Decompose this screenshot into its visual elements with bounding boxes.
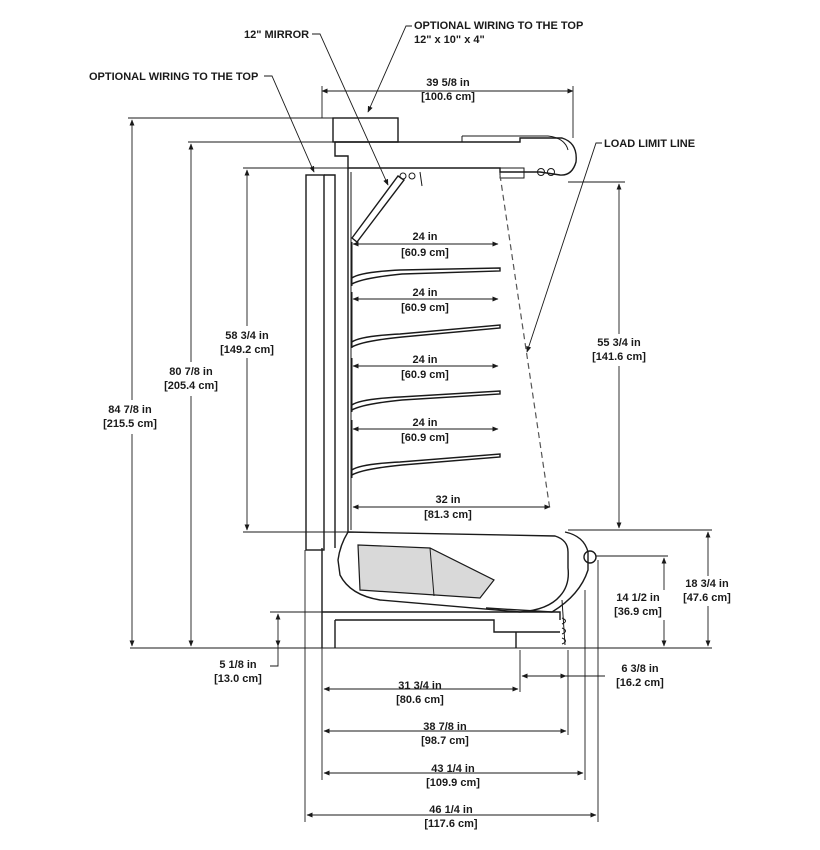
load-limit-line (499, 174, 551, 511)
dim-shelf-1: 24 in [60.9 cm] (401, 231, 449, 259)
svg-text:[60.9 cm]: [60.9 cm] (401, 302, 449, 314)
svg-text:[205.4 cm]: [205.4 cm] (164, 380, 218, 392)
svg-text:[47.6 cm]: [47.6 cm] (683, 592, 731, 604)
dim-shelf-area-height: 58 3/4 in [149.2 cm] (214, 326, 280, 358)
dim-front-offset: 6 3/8 in [16.2 cm] (616, 663, 664, 689)
dim-shelf-3: 24 in [60.9 cm] (401, 354, 449, 381)
svg-text:80 7/8 in: 80 7/8 in (169, 366, 213, 378)
svg-text:[100.6 cm]: [100.6 cm] (421, 91, 475, 103)
shelf-4 (351, 420, 501, 478)
svg-text:24 in: 24 in (412, 354, 437, 366)
svg-text:38 7/8 in: 38 7/8 in (423, 721, 467, 733)
svg-text:[98.7 cm]: [98.7 cm] (421, 735, 469, 747)
svg-text:24 in: 24 in (412, 287, 437, 299)
front-bumper (485, 531, 589, 613)
dimension-labels: 39 5/8 in [100.6 cm] 84 7/8 in [215.5 cm… (96, 77, 736, 830)
svg-text:31 3/4 in: 31 3/4 in (398, 680, 442, 692)
dim-front-height: 14 1/2 in [36.9 cm] (612, 590, 666, 620)
mirror (351, 175, 406, 243)
svg-text:[80.6 cm]: [80.6 cm] (396, 694, 444, 706)
callout-leaders (264, 25, 602, 353)
svg-text:[109.9 cm]: [109.9 cm] (426, 777, 480, 789)
dim-bumper-height: 18 3/4 in [47.6 cm] (680, 576, 736, 606)
svg-text:43 1/4 in: 43 1/4 in (431, 763, 475, 775)
wiring-top-right-callout: OPTIONAL WIRING TO THE TOP (414, 20, 583, 32)
callouts: 12" MIRROR OPTIONAL WIRING TO THE TOP 12… (89, 20, 695, 150)
wiring-top-right-size: 12" x 10" x 4" (414, 34, 485, 46)
load-limit-callout: LOAD LIMIT LINE (604, 138, 695, 150)
shelf-1 (351, 242, 501, 286)
case-body (130, 117, 605, 649)
svg-text:32 in: 32 in (435, 494, 460, 506)
svg-text:55 3/4 in: 55 3/4 in (597, 337, 641, 349)
svg-text:46 1/4 in: 46 1/4 in (429, 804, 473, 816)
svg-text:24 in: 24 in (412, 231, 437, 243)
svg-text:[60.9 cm]: [60.9 cm] (401, 432, 449, 444)
svg-text:[117.6 cm]: [117.6 cm] (424, 818, 478, 830)
svg-text:24 in: 24 in (412, 417, 437, 429)
svg-text:39 5/8 in: 39 5/8 in (426, 77, 470, 89)
svg-text:[60.9 cm]: [60.9 cm] (401, 247, 449, 259)
shelf-3 (351, 358, 501, 412)
svg-text:5 1/8 in: 5 1/8 in (219, 659, 257, 671)
svg-text:[36.9 cm]: [36.9 cm] (614, 606, 662, 618)
svg-text:[141.6 cm]: [141.6 cm] (592, 351, 646, 363)
dim-top-width: 39 5/8 in [100.6 cm] (421, 77, 475, 103)
base (321, 548, 561, 648)
deck (337, 531, 570, 613)
canopy (334, 137, 577, 176)
svg-text:[60.9 cm]: [60.9 cm] (401, 369, 449, 381)
rear-wall (305, 174, 325, 551)
dim-base-height: 5 1/8 in [13.0 cm] (214, 659, 262, 685)
dim-base-depth: 31 3/4 in [80.6 cm] (396, 680, 444, 706)
dim-depth-2: 38 7/8 in [98.7 cm] (421, 721, 469, 747)
svg-text:[13.0 cm]: [13.0 cm] (214, 673, 262, 685)
extension-lines (128, 86, 712, 822)
dimension-lines (129, 88, 711, 818)
wiring-top-left-callout: OPTIONAL WIRING TO THE TOP (89, 71, 258, 83)
dim-depth-3: 43 1/4 in [109.9 cm] (426, 763, 480, 789)
svg-text:[16.2 cm]: [16.2 cm] (616, 677, 664, 689)
dim-body-height: 80 7/8 in [205.4 cm] (158, 362, 224, 396)
svg-text:84 7/8 in: 84 7/8 in (108, 404, 152, 416)
dim-overall-height: 84 7/8 in [215.5 cm] (96, 400, 162, 434)
svg-text:[81.3 cm]: [81.3 cm] (424, 509, 472, 521)
dim-overall-depth: 46 1/4 in [117.6 cm] (424, 804, 478, 830)
svg-text:14 1/2 in: 14 1/2 in (616, 592, 660, 604)
svg-text:18 3/4 in: 18 3/4 in (685, 578, 729, 590)
shelf-2 (351, 292, 501, 348)
svg-text:[215.5 cm]: [215.5 cm] (103, 418, 157, 430)
svg-text:6 3/8 in: 6 3/8 in (621, 663, 659, 675)
svg-text:[149.2 cm]: [149.2 cm] (220, 344, 274, 356)
dim-deck: 32 in [81.3 cm] (424, 494, 472, 521)
dim-right-shelf-height: 55 3/4 in [141.6 cm] (586, 334, 652, 366)
mirror-callout: 12" MIRROR (244, 29, 309, 41)
dim-shelf-2: 24 in [60.9 cm] (401, 287, 449, 314)
top-wiring-box (332, 117, 399, 143)
dim-shelf-4: 24 in [60.9 cm] (401, 417, 449, 444)
svg-text:58 3/4 in: 58 3/4 in (225, 330, 269, 342)
